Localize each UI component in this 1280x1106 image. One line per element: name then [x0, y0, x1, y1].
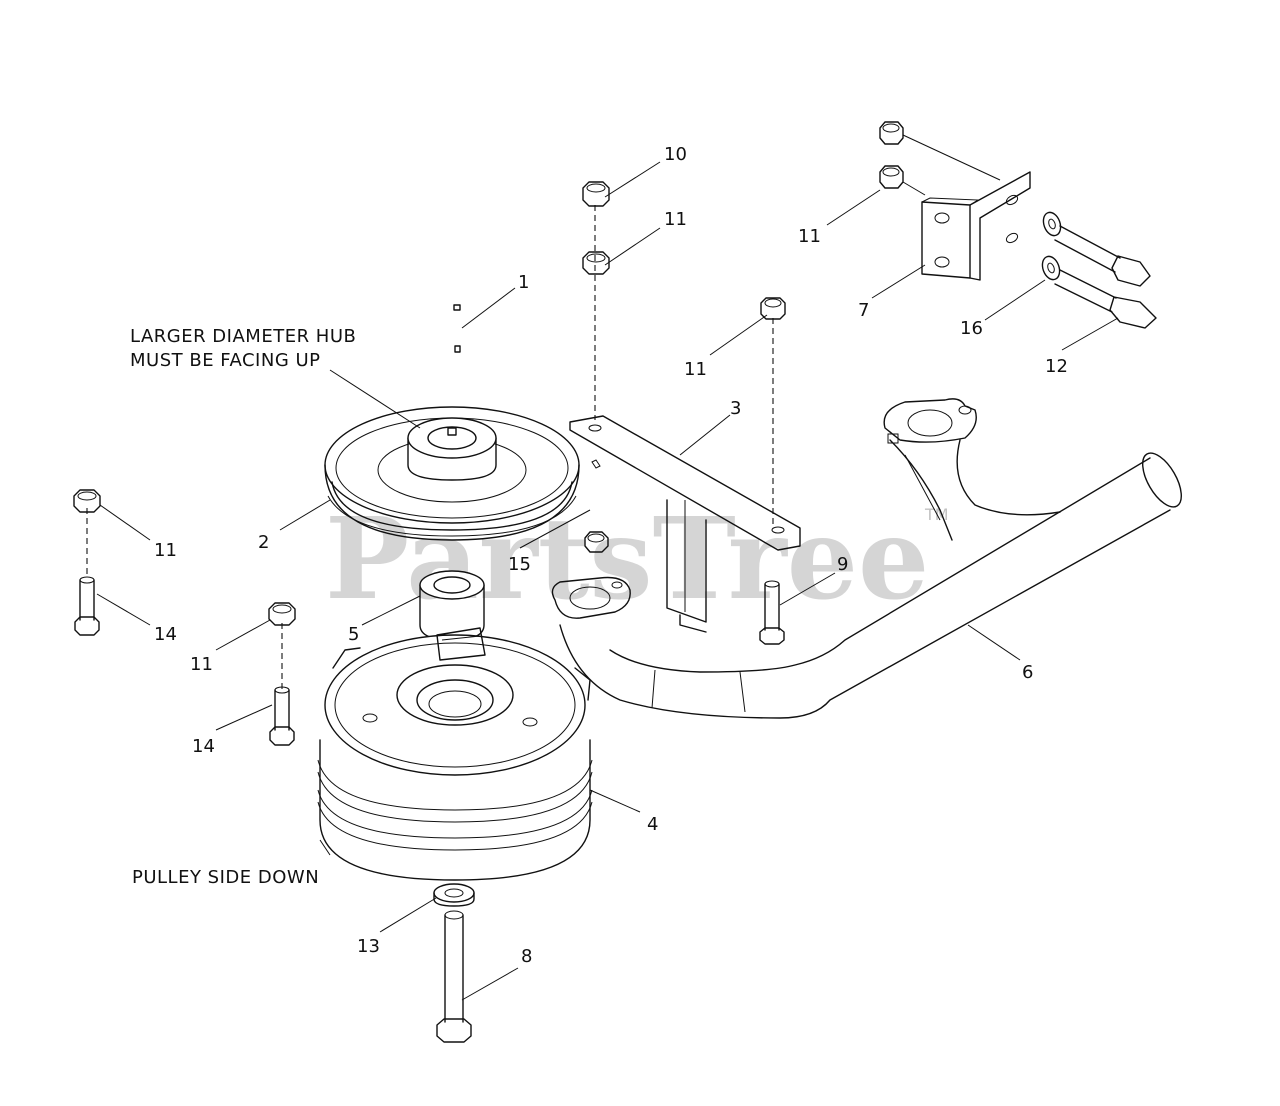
callout-13: 13 — [357, 936, 380, 957]
callout-8: 8 — [521, 946, 532, 967]
part-16-washer-top — [1042, 211, 1062, 237]
callout-7: 7 — [858, 300, 869, 321]
callout-6: 6 — [1022, 662, 1033, 683]
part-11-nut-lower — [268, 602, 296, 626]
callout-11-left: 11 — [154, 540, 177, 561]
callout-1: 1 — [518, 272, 529, 293]
callout-11-top: 11 — [664, 209, 687, 230]
part-9-bolt — [759, 580, 785, 645]
part-11-nut-mid — [760, 297, 786, 320]
part-1-key — [453, 304, 461, 353]
callout-12: 12 — [1045, 356, 1068, 377]
part-2-upper-pulley — [324, 406, 580, 541]
part-11-nut-top — [582, 251, 610, 275]
part-8-bolt — [436, 910, 472, 1043]
part-4-clutch — [317, 627, 593, 881]
callout-15: 15 — [508, 554, 531, 575]
part-11-nut-plate-top — [879, 121, 904, 145]
part-10-nut — [582, 181, 610, 207]
plate-line-top — [902, 134, 1001, 181]
part-3-bracket — [569, 415, 801, 633]
callout-11-mid: 11 — [684, 359, 707, 380]
note-hub-line1: LARGER DIAMETER HUB — [130, 326, 356, 347]
callout-10: 10 — [664, 144, 687, 165]
callout-14-left: 14 — [154, 624, 177, 645]
part-11-nut-plate — [879, 165, 904, 189]
part-6-frame-tube — [551, 398, 1182, 719]
note-pulley: PULLEY SIDE DOWN — [132, 867, 319, 888]
part-7-mounting-plate — [921, 171, 1031, 281]
callout-9: 9 — [837, 554, 848, 575]
watermark-tm: TM — [924, 505, 949, 524]
callout-11-lower: 11 — [190, 654, 213, 675]
plate-line-nut — [902, 181, 926, 196]
callout-3: 3 — [730, 398, 741, 419]
note-hub-line2: MUST BE FACING UP — [130, 350, 321, 371]
part-11-nut-left — [73, 489, 101, 513]
part-14-bolt-lower — [269, 686, 295, 746]
callout-4: 4 — [647, 814, 658, 835]
part-15-nut — [584, 531, 609, 553]
callout-14-lower: 14 — [192, 736, 215, 757]
callout-16: 16 — [960, 318, 983, 339]
part-16-washer — [1041, 255, 1061, 281]
part-12-bolt-top — [1054, 225, 1151, 287]
part-14-bolt-left — [74, 576, 100, 636]
callout-5: 5 — [348, 624, 359, 645]
leader-lines — [96, 161, 1119, 1001]
callout-11-plate: 11 — [798, 226, 821, 247]
part-12-bolt — [1054, 269, 1157, 329]
callout-2: 2 — [258, 532, 269, 553]
part-13-washer — [433, 883, 475, 907]
